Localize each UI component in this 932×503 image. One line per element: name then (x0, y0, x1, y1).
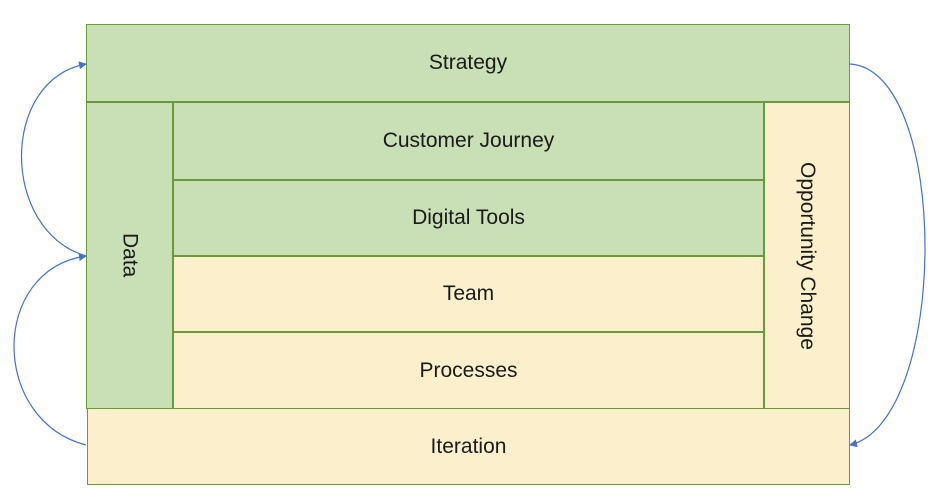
iteration-to-data-arrow (13, 253, 87, 446)
processes-block: Processes (173, 332, 764, 409)
customer-journey-block: Customer Journey (173, 102, 764, 180)
strategy-block: Strategy (86, 24, 850, 102)
opportunity-change-label: Opportunity Change (796, 161, 819, 350)
strategy-label: Strategy (428, 51, 508, 74)
iteration-block: Iteration (87, 408, 850, 485)
data-label: Data (118, 233, 142, 278)
data-block: Data (86, 102, 173, 409)
digital-tools-block: Digital Tools (173, 180, 764, 256)
team-label: Team (442, 282, 495, 305)
customer-journey-label: Customer Journey (382, 129, 555, 152)
processes-label: Processes (419, 358, 518, 382)
iteration-label: Iteration (430, 434, 507, 458)
data-to-strategy-arrow (21, 61, 87, 257)
strategy-to-iteration-arrow (849, 63, 926, 448)
digital-tools-label: Digital Tools (412, 206, 525, 229)
team-block: Team (173, 256, 764, 332)
opportunity-change-block: Opportunity Change (764, 102, 850, 409)
